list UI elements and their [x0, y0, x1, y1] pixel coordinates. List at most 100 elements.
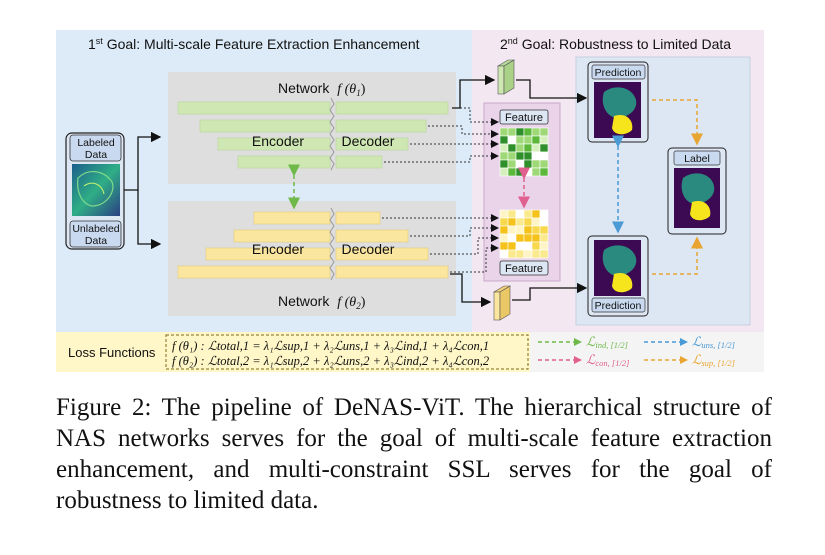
- feature-cell: [507, 209, 517, 219]
- legend-label: ℒcon, [1/2]: [586, 352, 629, 368]
- feature-cell: [539, 217, 549, 227]
- feature-cell: [523, 159, 533, 169]
- feature-cell: [499, 217, 509, 227]
- feature-cell: [523, 151, 533, 161]
- feature-cell: [507, 225, 517, 235]
- feature-cell: [539, 249, 549, 259]
- prediction-top-label: Prediction: [595, 67, 642, 79]
- feature-cell: [531, 135, 541, 145]
- legend-arrowhead: [680, 356, 688, 364]
- goal2-title: 2nd Goal: Robustness to Limited Data: [500, 36, 731, 52]
- labeled-data-label-2: Data: [85, 149, 107, 161]
- encoder-2-layer-1: [253, 211, 331, 225]
- feature-top-label: Feature: [505, 112, 543, 124]
- feature-cell: [531, 217, 541, 227]
- feature-cell: [515, 217, 525, 227]
- feature-cell: [531, 143, 541, 153]
- feature-cell: [499, 209, 509, 219]
- feature-cell: [523, 135, 533, 145]
- legend-label: ℒuns, [1/2]: [692, 334, 735, 350]
- feature-cell: [539, 159, 549, 169]
- feature-cell: [539, 135, 549, 145]
- feature-cell: [539, 167, 549, 177]
- feature-cell: [499, 135, 509, 145]
- feature-cell: [523, 143, 533, 153]
- feature-cell: [515, 225, 525, 235]
- feature-cell: [539, 241, 549, 251]
- labeled-data-label: Labeled: [77, 137, 115, 149]
- feature-map-green: [499, 127, 549, 177]
- feature-cell: [507, 127, 517, 137]
- decoder-2-layer-1: [335, 211, 381, 225]
- feature-cell: [515, 249, 525, 259]
- decoder-2-layer-4: [335, 265, 449, 279]
- feature-cell: [539, 225, 549, 235]
- feature-cell: [507, 143, 517, 153]
- feature-cell: [531, 167, 541, 177]
- feature-cell: [499, 159, 509, 169]
- feature-cell: [507, 151, 517, 161]
- encoder-1-layer-4: [237, 155, 331, 169]
- feature-cell: [515, 159, 525, 169]
- encoder-1-layer-3: [217, 137, 331, 151]
- feature-cell: [515, 209, 525, 219]
- unlabeled-data-label: Unlabeled: [72, 223, 119, 235]
- feature-cell: [539, 233, 549, 243]
- feature-cell: [507, 167, 517, 177]
- feature-cell: [499, 225, 509, 235]
- decoder-1-layer-1: [335, 101, 449, 115]
- feature-cell: [531, 225, 541, 235]
- loss-line-2: f (θ₂) : ℒtotal,2 = λ₁ℒsup,2 + λ₂ℒuns,2 …: [172, 354, 489, 368]
- feature-cell: [499, 249, 509, 259]
- feature-cell: [531, 151, 541, 161]
- feature-cell: [515, 135, 525, 145]
- encoder-2-layer-3: [205, 247, 331, 261]
- output-volume-bottom: [492, 285, 512, 321]
- feature-cell: [523, 233, 533, 243]
- legend-arrowhead: [680, 338, 688, 346]
- output-volume-top: [496, 59, 516, 95]
- feature-cell: [515, 143, 525, 153]
- feature-cell: [523, 167, 533, 177]
- decoder-2-label: Decoder: [342, 241, 395, 257]
- encoder-1-layer-1: [177, 101, 331, 115]
- feature-cell: [499, 143, 509, 153]
- encoder-2-label: Encoder: [252, 241, 304, 257]
- feature-cell: [539, 127, 549, 137]
- feature-cell: [515, 233, 525, 243]
- feature-cell: [499, 127, 509, 137]
- feature-cell: [531, 209, 541, 219]
- label-title: Label: [684, 153, 710, 165]
- feature-cell: [523, 217, 533, 227]
- feature-cell: [523, 225, 533, 235]
- loss-line-1: f (θ₁) : ℒtotal,1 = λ₁ℒsup,1 + λ₂ℒuns,1 …: [172, 339, 489, 353]
- loss-legend: ℒind, [1/2]ℒuns, [1/2]ℒcon, [1/2]ℒsup, […: [538, 334, 735, 368]
- feature-cell: [531, 241, 541, 251]
- feature-cell: [499, 167, 509, 177]
- feature-cell: [539, 143, 549, 153]
- goal1-title: 1st Goal: Multi-scale Feature Extraction…: [88, 36, 420, 52]
- loss-title: Loss Functions: [68, 345, 156, 360]
- feature-cell: [507, 241, 517, 251]
- feature-cell: [499, 151, 509, 161]
- feature-cell: [515, 167, 525, 177]
- feature-cell: [531, 233, 541, 243]
- encoder-2-layer-2: [233, 229, 331, 243]
- feature-cell: [515, 127, 525, 137]
- feature-cell: [499, 233, 509, 243]
- legend-arrowhead: [574, 356, 582, 364]
- decoder-1-layer-4: [335, 155, 383, 169]
- feature-cell: [523, 209, 533, 219]
- feature-cell: [539, 151, 549, 161]
- feature-cell: [515, 241, 525, 251]
- feature-cell: [531, 127, 541, 137]
- feature-cell: [507, 135, 517, 145]
- pipeline-diagram: 1st Goal: Multi-scale Feature Extraction…: [56, 30, 764, 372]
- feature-cell: [499, 241, 509, 251]
- encoder-1-layer-2: [199, 119, 331, 133]
- feature-cell: [531, 249, 541, 259]
- figure-caption: Figure 2: The pipeline of DeNAS-ViT. The…: [56, 394, 772, 514]
- feature-cell: [523, 241, 533, 251]
- decoder-2-layer-3: [335, 247, 429, 261]
- prediction-bottom-label: Prediction: [595, 300, 642, 312]
